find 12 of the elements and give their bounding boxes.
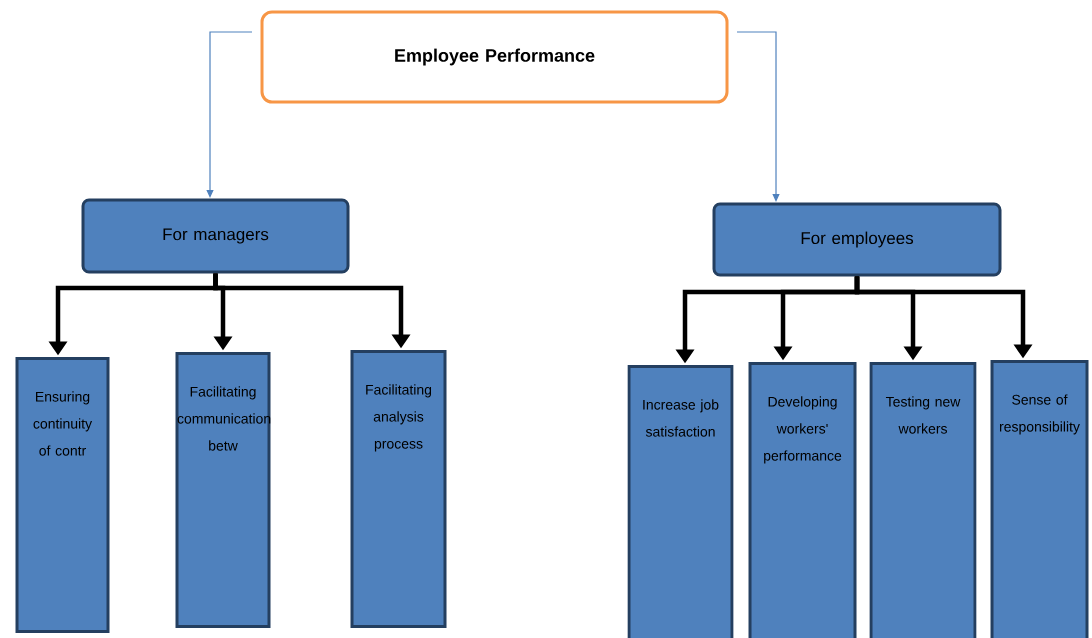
arrow — [206, 31, 253, 198]
item-box: Increase job satisfaction — [627, 365, 734, 638]
item-box: Facilitating communication betw — [175, 352, 271, 628]
arrow — [736, 31, 780, 202]
item-box: Ensuring continuity of contr — [15, 357, 110, 633]
item-box: Testing new workers — [869, 362, 977, 638]
item-box: Facilitating analysis process — [350, 350, 447, 628]
item-box: Developing workers' performance — [748, 362, 857, 638]
title-box: Employee Performance — [260, 10, 729, 104]
category-box: For managers — [81, 198, 350, 274]
item-box: Sense of responsibility — [990, 360, 1089, 638]
category-box: For employees — [712, 202, 1002, 277]
